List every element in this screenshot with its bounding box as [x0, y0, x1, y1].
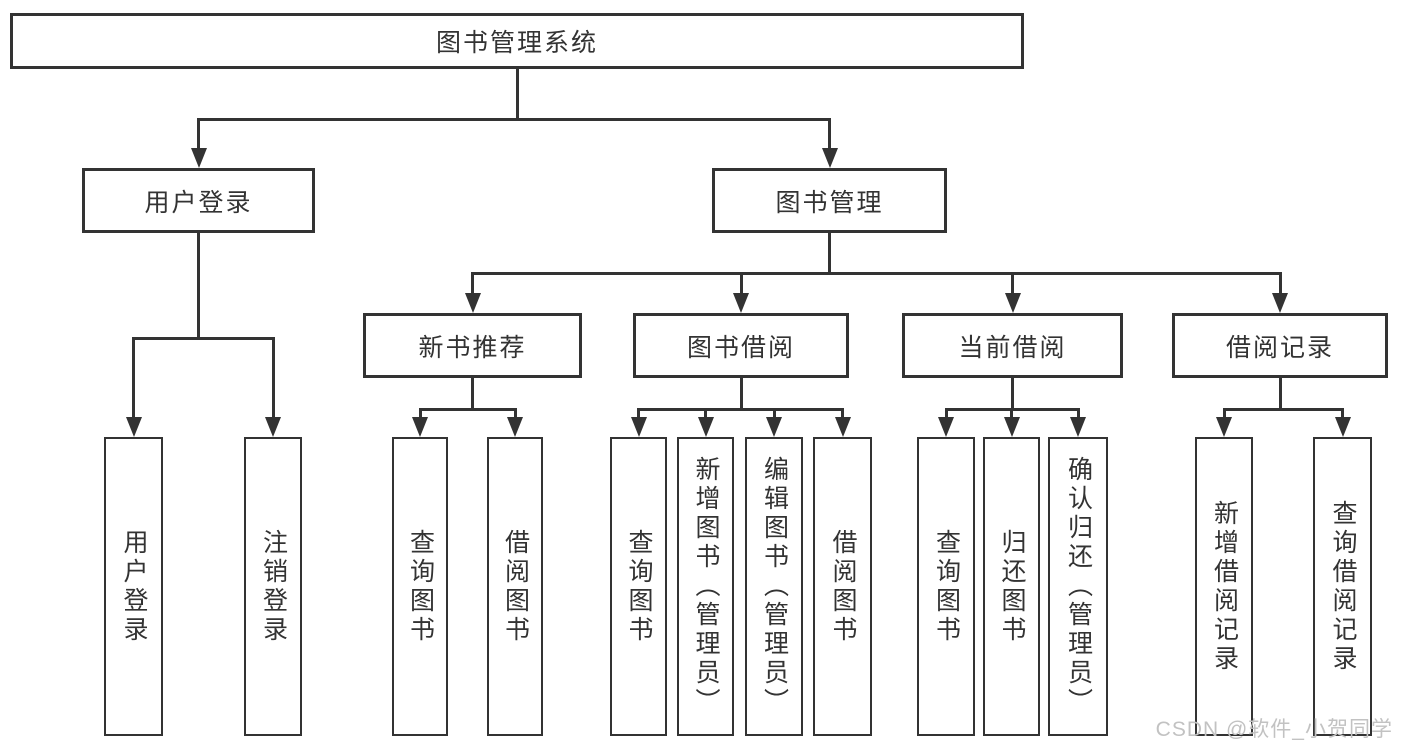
arrow-down-icon	[412, 417, 428, 437]
connector-line	[1076, 408, 1080, 419]
connector-line	[418, 408, 517, 411]
node-label: 用户登录	[144, 188, 253, 217]
connector-line	[271, 337, 275, 419]
arrow-down-icon	[1334, 417, 1351, 437]
arrow-down-icon	[265, 417, 281, 437]
leaf-add-borrow-record: 新增借阅记录	[1195, 437, 1253, 736]
node-label: 图书管理	[775, 188, 884, 217]
connector-line	[704, 408, 707, 419]
arrow-down-icon	[1003, 417, 1020, 437]
leaf-query-books-3: 查询图书	[917, 437, 975, 736]
connector-line	[132, 337, 275, 340]
arrow-down-icon	[1216, 417, 1232, 437]
connector-line	[772, 408, 776, 419]
arrow-down-icon	[697, 417, 714, 437]
arrow-down-icon	[125, 417, 142, 437]
leaf-edit-books-admin: 编辑图书（管理员）	[745, 437, 803, 736]
leaf-label: 确认归还（管理员）	[1064, 456, 1093, 717]
node-label: 图书借阅	[686, 333, 795, 362]
leaf-query-books-1: 查询图书	[392, 437, 448, 736]
connector-line	[944, 408, 948, 419]
node-label: 新书推荐	[418, 333, 527, 362]
leaf-label: 借阅图书	[829, 528, 857, 645]
arrow-down-icon	[821, 148, 838, 168]
arrow-down-icon	[1272, 293, 1288, 313]
leaf-logout: 注销登录	[244, 437, 302, 736]
leaf-query-borrow-record: 查询借阅记录	[1313, 437, 1372, 736]
node-label: 图书管理系统	[435, 29, 598, 57]
leaf-label: 新增借阅记录	[1210, 499, 1239, 674]
arrow-down-icon	[630, 417, 647, 437]
connector-line	[637, 408, 640, 419]
leaf-label: 注销登录	[259, 528, 288, 645]
connector-line	[739, 272, 743, 295]
leaf-label: 查询图书	[406, 528, 435, 645]
connector-line	[132, 337, 135, 419]
connector-line	[1341, 408, 1344, 419]
leaf-confirm-return-admin: 确认归还（管理员）	[1048, 437, 1108, 736]
leaf-label: 编辑图书（管理员）	[760, 456, 789, 717]
csdn-watermark: CSDN @软件_小贺同学	[1155, 718, 1393, 741]
connector-line	[1222, 408, 1226, 419]
node-book-borrow: 图书借阅	[633, 313, 849, 378]
connector-line	[1011, 378, 1014, 408]
connector-line	[1011, 272, 1014, 295]
leaf-return-books: 归还图书	[983, 437, 1040, 736]
leaf-label: 借阅图书	[501, 528, 530, 645]
node-new-book-recommend: 新书推荐	[363, 313, 582, 378]
leaf-query-books-2: 查询图书	[610, 437, 667, 736]
node-borrow-records: 借阅记录	[1172, 313, 1388, 378]
arrow-down-icon	[464, 293, 481, 313]
leaf-label: 查询借阅记录	[1329, 499, 1357, 674]
leaf-borrow-books-2: 借阅图书	[813, 437, 872, 736]
leaf-add-books-admin: 新增图书（管理员）	[677, 437, 734, 736]
leaf-label: 用户登录	[120, 528, 148, 645]
arrow-down-icon	[1004, 293, 1021, 313]
node-current-borrow: 当前借阅	[902, 313, 1123, 378]
connector-line	[1010, 408, 1013, 419]
connector-line	[739, 378, 743, 408]
connector-line	[471, 272, 474, 295]
connector-line	[197, 118, 200, 150]
arrow-down-icon	[766, 417, 782, 437]
leaf-label: 查询图书	[932, 528, 961, 645]
arrow-down-icon	[507, 417, 523, 437]
connector-line	[418, 408, 422, 419]
connector-line	[1278, 272, 1282, 295]
node-library-system-root: 图书管理系统	[10, 13, 1024, 69]
node-user-login: 用户登录	[82, 168, 315, 233]
arrow-down-icon	[1070, 417, 1086, 437]
leaf-label: 归还图书	[998, 528, 1026, 645]
connector-line	[828, 233, 831, 272]
arrow-down-icon	[190, 148, 207, 168]
node-label: 借阅记录	[1225, 333, 1334, 362]
leaf-user-login: 用户登录	[104, 437, 163, 736]
connector-line	[515, 69, 519, 118]
connector-line	[637, 408, 844, 411]
connector-line	[828, 118, 831, 150]
connector-line	[1278, 378, 1282, 408]
arrow-down-icon	[938, 417, 954, 437]
connector-line	[471, 272, 1282, 275]
arrow-down-icon	[733, 293, 749, 313]
connector-line	[471, 378, 474, 408]
connector-line	[197, 233, 200, 337]
arrow-down-icon	[834, 417, 851, 437]
node-book-management: 图书管理	[712, 168, 947, 233]
connector-line	[1222, 408, 1344, 411]
node-label: 当前借阅	[958, 333, 1067, 362]
leaf-borrow-books-1: 借阅图书	[487, 437, 543, 736]
connector-line	[197, 118, 831, 121]
leaf-label: 新增图书（管理员）	[692, 456, 720, 717]
connector-line	[513, 408, 517, 419]
connector-line	[841, 408, 844, 419]
leaf-label: 查询图书	[625, 528, 653, 645]
